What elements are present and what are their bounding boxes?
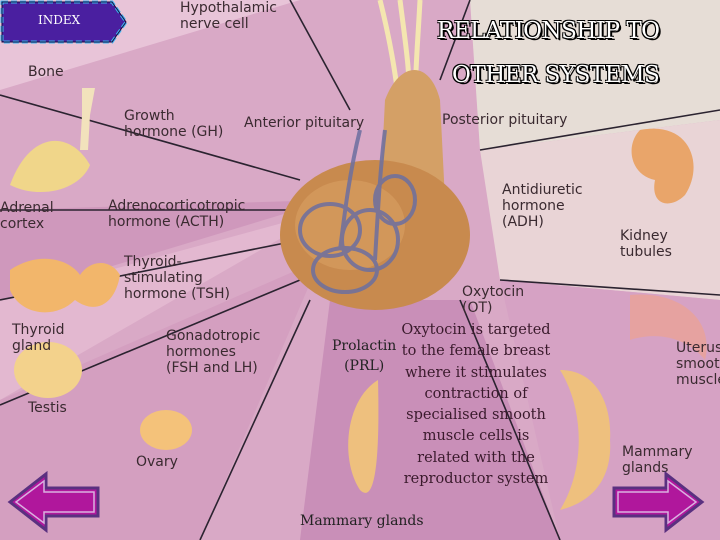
acth-label: Adrenocorticotropic hormone (ACTH)	[108, 198, 246, 230]
tsh-label: Thyroid- stimulating hormone (TSH)	[124, 254, 230, 302]
hypothalamic-label: Hypothalamic nerve cell	[180, 0, 277, 32]
mammary-glands-bottom-label: Mammary glands	[300, 513, 424, 529]
index-button[interactable]: INDEX	[0, 0, 128, 44]
oxytocin-description: Oxytocin is targeted to the female breas…	[401, 322, 551, 488]
growth-hormone-label: Growth hormone (GH)	[124, 108, 224, 140]
slide-title-line1: RELATIONSHIP TO	[437, 18, 660, 44]
thyroid-label: Thyroid gland	[12, 322, 65, 354]
mammary-glands-right-label: Mammary glands	[622, 444, 693, 476]
uterus-label: Uterus smooth muscle	[676, 340, 720, 388]
right-arrow-icon[interactable]	[610, 470, 706, 534]
anterior-pituitary-label: Anterior pituitary	[244, 115, 365, 131]
adrenal-cortex-label: Adrenal cortex	[0, 200, 54, 232]
bone-label: Bone	[28, 64, 64, 80]
ovary-label: Ovary	[136, 454, 178, 470]
index-button-label: INDEX	[38, 13, 81, 27]
slide-title-line2: OTHER SYSTEMS	[452, 62, 660, 88]
gonadotropic-label: Gonadotropic hormones (FSH and LH)	[166, 328, 261, 376]
prolactin-label: Prolactin (PRL)	[332, 338, 397, 374]
kidney-label: Kidney tubules	[620, 228, 672, 260]
index-button-shape	[0, 0, 128, 44]
posterior-pituitary-label: Posterior pituitary	[442, 112, 568, 128]
oxytocin-label: Oxytocin (OT)	[462, 284, 525, 316]
left-arrow-icon[interactable]	[6, 470, 102, 534]
adh-label: Antidiuretic hormone (ADH)	[502, 182, 583, 230]
testis-label: Testis	[28, 400, 67, 416]
